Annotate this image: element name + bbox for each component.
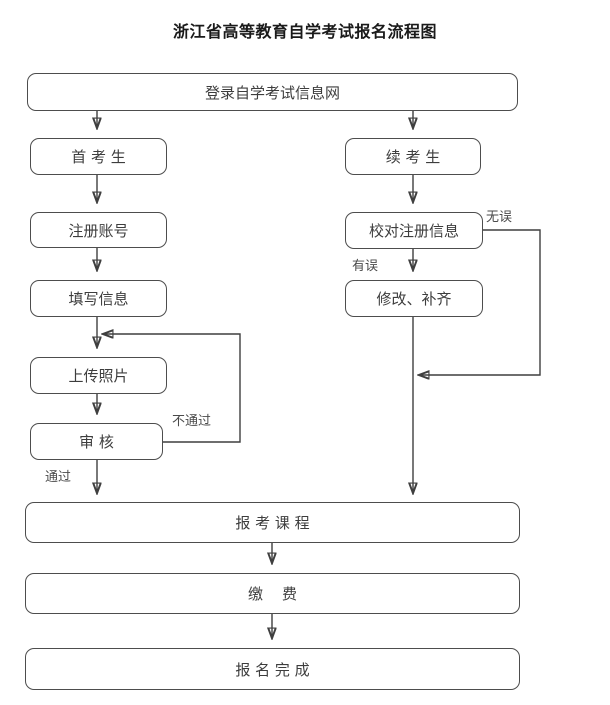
node-verify-registration-info[interactable]: 校对注册信息 — [345, 212, 483, 249]
node-registration-complete[interactable]: 报 名 完 成 — [25, 648, 520, 690]
node-upload-photo[interactable]: 上传照片 — [30, 357, 167, 394]
page-title: 浙江省高等教育自学考试报名流程图 — [172, 22, 437, 41]
node-login[interactable]: 登录自学考试信息网 — [27, 73, 518, 111]
node-modify-supplement[interactable]: 修改、补齐 — [345, 280, 483, 317]
edge-label-has-error: 有误 — [352, 259, 379, 274]
node-fill-information[interactable]: 填写信息 — [30, 280, 167, 317]
node-review[interactable]: 审 核 — [30, 423, 163, 460]
edge-label-no-error: 无误 — [486, 210, 513, 225]
node-new-candidate[interactable]: 首 考 生 — [30, 138, 167, 175]
node-select-courses[interactable]: 报 考 课 程 — [25, 502, 520, 543]
node-payment[interactable]: 缴 费 — [25, 573, 520, 614]
edge-label-passed: 通过 — [45, 470, 72, 485]
edge-label-not-passed: 不通过 — [172, 414, 212, 429]
node-register-account[interactable]: 注册账号 — [30, 212, 167, 248]
node-continuing-candidate[interactable]: 续 考 生 — [345, 138, 481, 175]
